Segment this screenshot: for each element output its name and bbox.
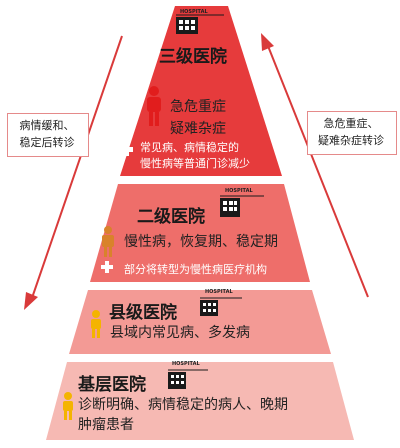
hospital-label: HOSPITAL (180, 9, 208, 15)
tier-3-title: 县级医院 (109, 303, 177, 323)
tier-2-title: 二级医院 (137, 207, 205, 227)
right-note-line-2: 疑难杂症转诊 (318, 134, 384, 147)
up-arrow (261, 33, 369, 298)
tier-3-line-1: 县域内常见病、多发病 (110, 325, 250, 341)
right-note-line-1: 急危重症、 (323, 117, 379, 130)
person-icon-yellow (91, 310, 101, 338)
tier-2-line-1: 慢性病，恢复期、稳定期 (124, 234, 278, 250)
tier-1-note-1: 常见病、病情稳定的 (140, 141, 239, 154)
left-note-line-1: 病情缓和、 (19, 119, 75, 132)
tier-4-title: 基层医院 (78, 375, 146, 395)
person-icon-yellow (63, 392, 73, 420)
left-note-box (7, 113, 89, 157)
plus-icon (120, 143, 133, 156)
hospital-icon (200, 297, 242, 316)
person-icon-red (147, 86, 161, 126)
tier-4-shape (46, 362, 354, 440)
hospital-icon (220, 195, 264, 217)
tier-4-line-1: 诊断明确、病情稳定的病人、晚期 (78, 397, 288, 413)
tier-1-line-2: 疑难杂症 (170, 121, 226, 137)
person-icon-orange (102, 226, 114, 257)
tier-1-note-2: 慢性病等普通门诊减少 (140, 157, 250, 170)
hospital-icon (176, 14, 224, 34)
hospital-label: HOSPITAL (172, 361, 200, 367)
hospital-icon (168, 369, 208, 389)
down-arrow (24, 35, 123, 310)
left-note-line-2: 稳定后转诊 (19, 136, 75, 149)
tier-1-line-1: 急危重症 (170, 99, 226, 115)
tier-3-shape (69, 290, 331, 354)
tier-1-title: 三级医院 (159, 47, 227, 67)
tier-2-shape (90, 184, 310, 282)
right-note-box (307, 111, 397, 155)
hospital-label: HOSPITAL (225, 188, 253, 194)
tier-1-shape (120, 6, 282, 176)
tier-4-line-2: 肿瘤患者 (78, 417, 134, 433)
hospital-label: HOSPITAL (205, 289, 233, 295)
plus-icon (101, 261, 113, 273)
tier-2-note-1: 部分将转型为慢性病医疗机构 (124, 263, 267, 276)
